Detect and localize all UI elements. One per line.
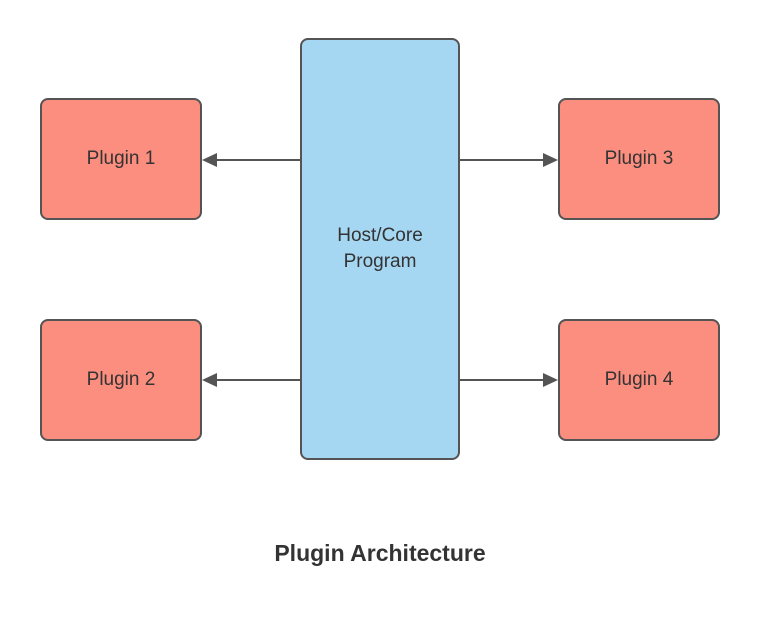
arrowhead-right-icon [543,373,558,387]
arrowhead-left-icon [202,373,217,387]
connector-line [216,379,300,381]
arrow-host-to-plugin2 [202,373,300,387]
plugin3-box[interactable]: Plugin 3 [558,98,720,220]
plugin2-label: Plugin 2 [86,369,156,390]
plugin3-label: Plugin 3 [604,148,674,169]
arrow-host-to-plugin1 [202,153,300,167]
plugin4-label: Plugin 4 [604,369,674,390]
plugin1-label: Plugin 1 [86,148,156,169]
connector-line [460,379,544,381]
arrow-host-to-plugin3 [460,153,558,167]
host-core-label: Host/Core Program [337,225,423,272]
arrow-host-to-plugin4 [460,373,558,387]
connector-line [216,159,300,161]
plugin4-box[interactable]: Plugin 4 [558,319,720,441]
connector-line [460,159,544,161]
host-core-box[interactable]: Host/Core Program [300,38,460,460]
plugin1-box[interactable]: Plugin 1 [40,98,202,220]
diagram-title: Plugin Architecture [274,540,486,566]
arrowhead-right-icon [543,153,558,167]
plugin2-box[interactable]: Plugin 2 [40,319,202,441]
arrowhead-left-icon [202,153,217,167]
